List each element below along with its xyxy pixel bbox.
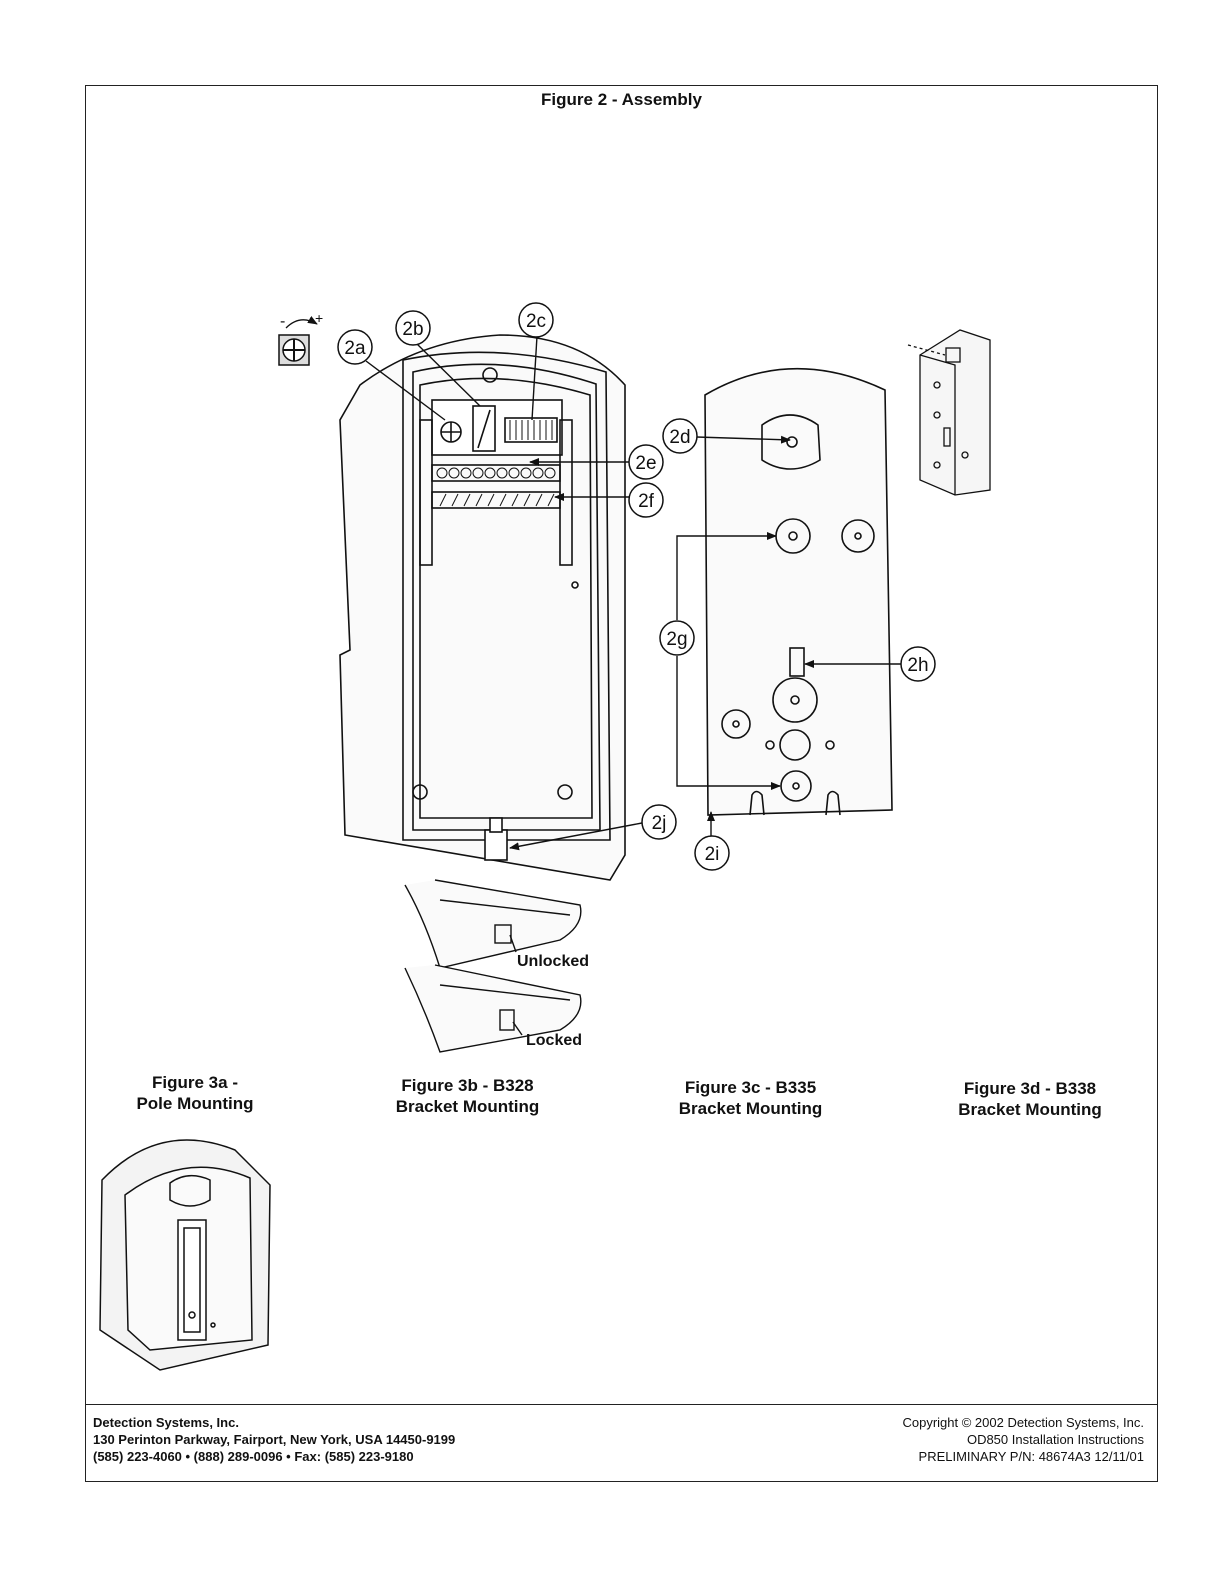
footer-company-info: Detection Systems, Inc. 130 Perinton Par… — [93, 1414, 455, 1465]
sensor-housing-open — [339, 334, 626, 881]
figure-3d-caption-line1: Figure 3d - B338 — [963, 1079, 1097, 1098]
figure-3c-caption-line1: Figure 3c - B335 — [684, 1078, 817, 1097]
callout-2b-circle — [395, 310, 431, 346]
footer-divider — [85, 1404, 1158, 1405]
callout-2g-label: 2g — [666, 629, 687, 650]
callout-2e-circle — [628, 444, 664, 480]
potentiometer-adjust-icon: - + — [278, 310, 323, 366]
pole-mount-illustration — [99, 1139, 271, 1371]
callout-2b-label: 2b — [402, 319, 423, 340]
callout-2j-circle — [641, 804, 677, 840]
locked-label: Locked — [526, 1032, 582, 1049]
bracket-3d-thumbnail — [907, 329, 991, 496]
figure-3b-caption-line2: Bracket Mounting — [395, 1097, 540, 1116]
figure-3a-caption-line1: Figure 3a - — [152, 1073, 238, 1092]
minus-symbol: - — [280, 313, 285, 330]
figure-2-title: Figure 2 - Assembly — [541, 90, 702, 109]
figure-3d-caption-line2: Bracket Mounting — [958, 1100, 1102, 1119]
callout-2f-circle — [628, 482, 664, 518]
plus-symbol: + — [315, 310, 323, 326]
figure-3a-caption-line2: Pole Mounting — [136, 1094, 254, 1113]
callout-2i-label: 2i — [705, 844, 720, 865]
unlocked-label: Unlocked — [517, 953, 589, 970]
footer-document-info: Copyright © 2002 Detection Systems, Inc.… — [902, 1414, 1144, 1465]
callout-leaders — [365, 335, 901, 851]
callout-2f-label: 2f — [638, 491, 655, 512]
callout-2d-circle — [662, 418, 698, 454]
footer-address: 130 Perinton Parkway, Fairport, New York… — [93, 1432, 456, 1447]
callout-2h-label: 2h — [907, 655, 928, 676]
figure-3b-caption-line1: Figure 3b - B328 — [401, 1076, 534, 1095]
figure-3d-caption: Figure 3d - B338 Bracket Mounting — [935, 1078, 1125, 1120]
callout-2g-circle — [659, 620, 695, 656]
callout-2d-label: 2d — [669, 427, 690, 448]
back-cover-plate — [704, 367, 893, 816]
figure-3a-caption: Figure 3a - Pole Mounting — [110, 1072, 280, 1114]
callout-2a-label: 2a — [344, 338, 366, 359]
footer-copyright: Copyright © 2002 Detection Systems, Inc. — [902, 1415, 1144, 1430]
callout-2e-label: 2e — [635, 453, 656, 474]
figure-3c-caption-line2: Bracket Mounting — [678, 1099, 823, 1118]
page-frame — [85, 85, 1158, 1482]
latch-locked-detail — [404, 964, 582, 1053]
callout-2c-label: 2c — [526, 311, 546, 332]
footer-company-name: Detection Systems, Inc. — [93, 1415, 239, 1430]
figure-3b-caption: Figure 3b - B328 Bracket Mounting — [375, 1075, 560, 1117]
footer-part-number: PRELIMINARY P/N: 48674A3 12/11/01 — [918, 1449, 1144, 1464]
callout-2h-circle — [900, 646, 936, 682]
callout-2a-circle — [337, 329, 373, 365]
footer-doc-title: OD850 Installation Instructions — [966, 1432, 1144, 1447]
footer-phone: (585) 223-4060 • (888) 289-0096 • Fax: (… — [93, 1449, 414, 1464]
callout-2i-circle — [694, 835, 730, 871]
callout-2c-circle — [518, 302, 554, 338]
callout-2j-label: 2j — [652, 813, 667, 834]
figure-3c-caption: Figure 3c - B335 Bracket Mounting — [658, 1077, 843, 1119]
